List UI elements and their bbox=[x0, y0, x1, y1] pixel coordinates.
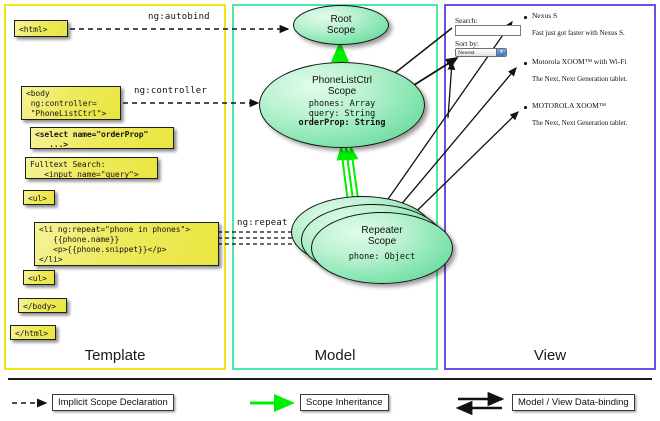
panel-view-label: View bbox=[533, 347, 567, 364]
code-box-body-close[interactable]: </body> bbox=[18, 298, 67, 313]
scope-root-title-line2: Scope bbox=[326, 25, 356, 36]
panel-model-label: Model bbox=[314, 347, 356, 364]
scope-repeater-properties: phone: Object bbox=[312, 252, 452, 263]
chevron-down-icon: ▾ bbox=[496, 49, 506, 56]
list-bullet bbox=[524, 62, 527, 65]
scope-phonelistctrl-title-line2: Scope bbox=[327, 86, 357, 97]
legend-scope-inheritance: Scope Inheritance bbox=[300, 394, 389, 411]
view-phone-snippet: The Next, Next Generation tablet. bbox=[532, 119, 628, 127]
legend-implicit-scope-declaration: Implicit Scope Declaration bbox=[52, 394, 174, 411]
scope-root[interactable]: Root Scope bbox=[293, 5, 389, 45]
view-sort-select[interactable]: Newest ▾ bbox=[455, 48, 507, 57]
view-phone-name[interactable]: Nexus S bbox=[532, 11, 558, 20]
scope-repeater-title-line2: Scope bbox=[367, 236, 397, 247]
view-phone-name[interactable]: Motorola XOOM™ with Wi-Fi bbox=[532, 57, 627, 66]
scope-property-orderprop: orderProp: String bbox=[298, 118, 386, 128]
legend-divider bbox=[8, 378, 652, 380]
view-phone-snippet: Fast just got faster with Nexus S. bbox=[532, 29, 625, 37]
scope-phonelistctrl-title-line1: PhoneListCtrl bbox=[311, 75, 373, 86]
code-box-ul-open[interactable]: <ul> bbox=[23, 190, 55, 205]
scope-root-title: Root Scope bbox=[294, 6, 388, 36]
scope-repeater[interactable]: Repeater Scope phone: Object bbox=[311, 212, 453, 284]
view-search-input[interactable] bbox=[455, 25, 521, 36]
scope-root-title-line1: Root bbox=[330, 14, 352, 25]
scope-phonelistctrl-properties: phones: Array query: String orderProp: S… bbox=[260, 99, 424, 129]
code-box-html-open[interactable]: <html> bbox=[14, 20, 68, 37]
view-sort-select-value: Newest bbox=[458, 50, 475, 56]
code-box-html-close[interactable]: </html> bbox=[10, 325, 56, 340]
panel-model: Model bbox=[232, 4, 438, 370]
scope-phonelistctrl-title: PhoneListCtrl Scope bbox=[260, 63, 424, 97]
view-search-label: Search: bbox=[455, 16, 478, 25]
code-box-select[interactable]: <select name="orderProp" ...> bbox=[30, 127, 174, 149]
view-phone-name[interactable]: MOTOROLA XOOM™ bbox=[532, 101, 607, 110]
code-box-body-open[interactable]: <body ng:controller= "PhoneListCtrl"> bbox=[21, 86, 121, 120]
panel-template: Template bbox=[4, 4, 226, 370]
code-box-fulltext-search[interactable]: Fulltext Search: <input name="query"> bbox=[25, 157, 158, 179]
scope-property-query: query: String bbox=[308, 108, 376, 119]
legend-model-view-data-binding: Model / View Data-binding bbox=[512, 394, 635, 411]
label-ng-repeat: ng:repeat bbox=[237, 218, 288, 228]
scope-property-phones: phones: Array bbox=[308, 99, 376, 109]
view-phone-snippet: The Next, Next Generation tablet. bbox=[532, 75, 628, 83]
panel-template-label: Template bbox=[84, 347, 146, 364]
view-sort-label: Sort by: bbox=[455, 39, 479, 48]
scope-repeater-title-line1: Repeater bbox=[361, 225, 403, 236]
scope-repeater-title: Repeater Scope bbox=[312, 213, 452, 247]
code-box-li-repeat[interactable]: <li ng:repeat="phone in phones"> {{phone… bbox=[34, 222, 219, 266]
list-bullet bbox=[524, 16, 527, 19]
scope-phonelistctrl[interactable]: PhoneListCtrl Scope phones: Array query:… bbox=[259, 62, 425, 148]
scope-property-phone: phone: Object bbox=[348, 252, 416, 262]
label-ng-autobind: ng:autobind bbox=[148, 12, 210, 22]
list-bullet bbox=[524, 106, 527, 109]
code-box-ul-close[interactable]: <ul> bbox=[23, 270, 55, 285]
label-ng-controller: ng:controller bbox=[134, 86, 208, 96]
